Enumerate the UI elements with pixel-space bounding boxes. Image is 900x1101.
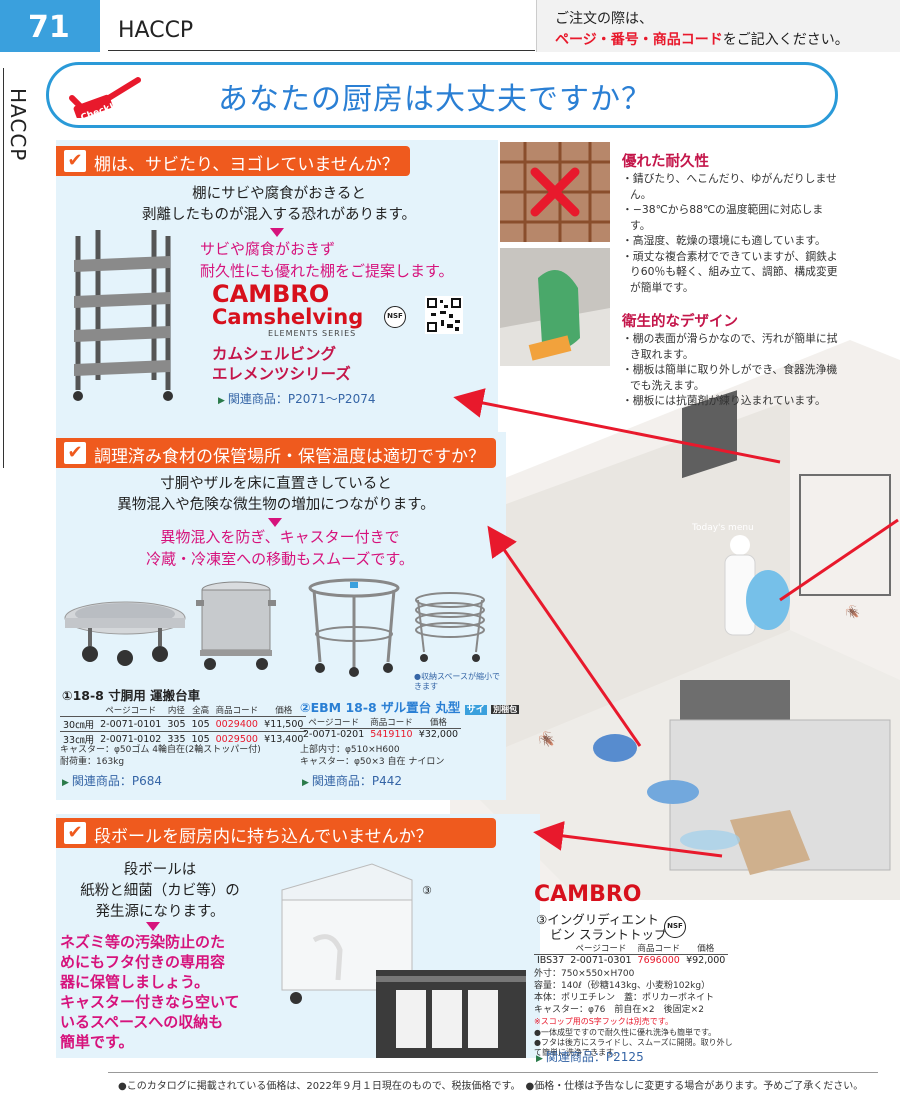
nsf-badge-icon: NSF: [384, 306, 406, 328]
check-mark-icon: Check!: [69, 77, 141, 118]
header-divider: [108, 50, 535, 51]
cambro-logo: CAMBRO: [534, 882, 642, 907]
hygiene-list: ・棚の表面が滑らかなので、汚れが簡単に拭き取れます。 ・棚板は簡単に取り外しがで…: [622, 331, 842, 409]
item2-related-link[interactable]: 関連商品：P442: [302, 772, 402, 789]
order-notice-highlight: ページ・番号・商品コード: [555, 32, 723, 48]
vegetable-bowl: [647, 780, 699, 804]
cardboard-heading: ✔段ボールを厨房内に持ち込んでいませんか？: [56, 818, 496, 848]
shelf-heading: ✔棚は、サビたり、ヨゴレていませんか？: [56, 146, 410, 176]
storage-problem: 寸胴やザルを床に直置きしていると 異物混入や危険な微生物の増加につながります。: [117, 476, 435, 513]
cockroach-icon: 🪳: [845, 604, 860, 619]
list-item: ・棚の表面が滑らかなので、汚れが簡単に拭き取れます。: [622, 332, 838, 361]
cardboard-box: [730, 810, 810, 875]
stacked-colander-stands-image: [415, 592, 485, 662]
stock-pot: [593, 734, 637, 762]
shelf-product-name: カムシェルビング エレメンツシリーズ: [212, 345, 351, 383]
item3-specs: 外寸：750×550×H700 容量：140ℓ（砂糖143kg、小麦粉102kg…: [534, 969, 733, 1057]
side-divider: [3, 68, 4, 468]
item1-notes: キャスター：φ50ゴム 4輪自在(2輪ストッパー付) 耐荷重：163kg: [60, 745, 261, 767]
shelf-related-link[interactable]: 関連商品：P2071～P2074: [218, 390, 376, 407]
item3-related-link[interactable]: 関連商品：P2125: [536, 1048, 644, 1065]
list-item: ・錆びたり、へこんだり、ゆがんだりしません。: [622, 172, 837, 201]
table-header-row: ページコード内径全高商品コード価格: [105, 706, 293, 716]
section-title: HACCP: [118, 18, 194, 43]
durability-list: ・錆びたり、へこんだり、ゆがんだりしません。 ・−38℃から88℃の温度範囲に対…: [622, 171, 842, 295]
durability-heading: 優れた耐久性: [622, 154, 709, 170]
main-banner: [46, 62, 838, 128]
checkbox-icon: ✔: [64, 822, 86, 844]
cardboard-problem: 段ボールは 紙粉と細菌（カビ等）の 発生源になります。: [80, 862, 240, 920]
bins-in-kitchen-photo: [376, 970, 526, 1058]
pot-dolly-image: [64, 601, 186, 666]
cross-mark-icon: [530, 167, 580, 217]
hygiene-heading: 衛生的なデザイン: [622, 314, 738, 330]
checkbox-icon: ✔: [64, 442, 86, 464]
shelf-panel: [56, 140, 498, 438]
colander-stand-image: [308, 578, 400, 677]
trash-bin: [746, 570, 790, 630]
item1-title: ①18-8 寸胴用 運搬台車: [62, 688, 201, 703]
camshelving-logo-sub: ELEMENTS SERIES: [268, 329, 357, 338]
caster-note: ●収納スペースが縮小できます: [414, 672, 501, 691]
table-header-row: ページコード商品コード価格: [308, 718, 447, 728]
cardboard-solution: ネズミ等の汚染防止のた めにもフタ付きの専用容 器に保管しましょう。 キャスター…: [60, 933, 240, 1051]
cleaning-shelf-photo: [500, 248, 610, 366]
down-triangle-icon: [146, 922, 160, 931]
footer-note: ●このカタログに掲載されている価格は、2022年９月１日現在のもので、税抜価格で…: [118, 1081, 864, 1092]
list-item: ・−38℃から88℃の温度範囲に対応します。: [622, 203, 824, 232]
list-item: ・棚板は簡単に取り外しができ、食器洗浄機でも洗えます。: [622, 363, 838, 392]
item3-title: ③イングリディエント ビン スラントトップ: [536, 912, 667, 942]
list-item: ・棚板には抗菌剤が練り込まれています。: [622, 394, 826, 407]
image-marker-3: ③: [422, 884, 432, 897]
side-label: HACCP: [6, 88, 30, 162]
shelf-solution: サビや腐食がおきず 耐久性にも優れた棚をご提案します。: [200, 240, 454, 280]
item2-title: ②EBM 18-8 ザル置台 丸型 サイ 別梱包: [300, 700, 520, 715]
size-badge: サイ: [464, 705, 487, 715]
list-item: ・頑丈な複合素材でできていますが、鋼鉄より60％も軽く、組み立て、調節、構成変更…: [622, 249, 838, 294]
list-item: ・高湿度、乾燥の環境にも適しています。: [622, 234, 826, 247]
shelf-problem: 棚にサビや腐食がおきると 剥離したものが混入する恐れがあります。: [141, 186, 417, 223]
storage-solution: 異物混入を防ぎ、キャスター付きで 冷蔵・冷凍室への移動もスムーズです。: [146, 528, 414, 568]
checkbox-icon: ✔: [64, 150, 86, 172]
cockroach-icon: 🪳: [538, 730, 555, 748]
down-triangle-icon: [268, 518, 282, 527]
item1-related-link[interactable]: 関連商品：P684: [62, 772, 162, 789]
footer-divider: [108, 1072, 878, 1073]
chef-head: [730, 535, 750, 555]
item2-notes: 上部内寸：φ510×H600 キャスター：φ50×3 自在 ナイロン: [300, 745, 445, 767]
stock-pot-on-dolly-image: [196, 581, 276, 670]
table-header-row: ページコード商品コード価格: [575, 944, 715, 954]
qr-code-icon[interactable]: [425, 296, 463, 334]
chalkboard-text: Today's menu: [691, 523, 754, 533]
camshelving-image: [73, 230, 173, 401]
page-number: 71: [0, 0, 100, 52]
order-notice: ご注文の際は、 ページ・番号・商品コードをご記入ください。: [536, 0, 900, 52]
camshelving-logo: Camshelving: [212, 305, 364, 329]
down-triangle-icon: [270, 228, 284, 237]
cambro-logo: CAMBRO: [212, 280, 330, 308]
nsf-badge-icon: NSF: [664, 916, 686, 938]
storage-heading: ✔調理済み食材の保管場所・保管温度は適切ですか？: [56, 438, 496, 468]
water-spill: [680, 830, 740, 850]
banner-title: あなたの厨房は大丈夫ですか？: [218, 82, 652, 117]
separate-pack-badge: 別梱包: [491, 705, 520, 714]
